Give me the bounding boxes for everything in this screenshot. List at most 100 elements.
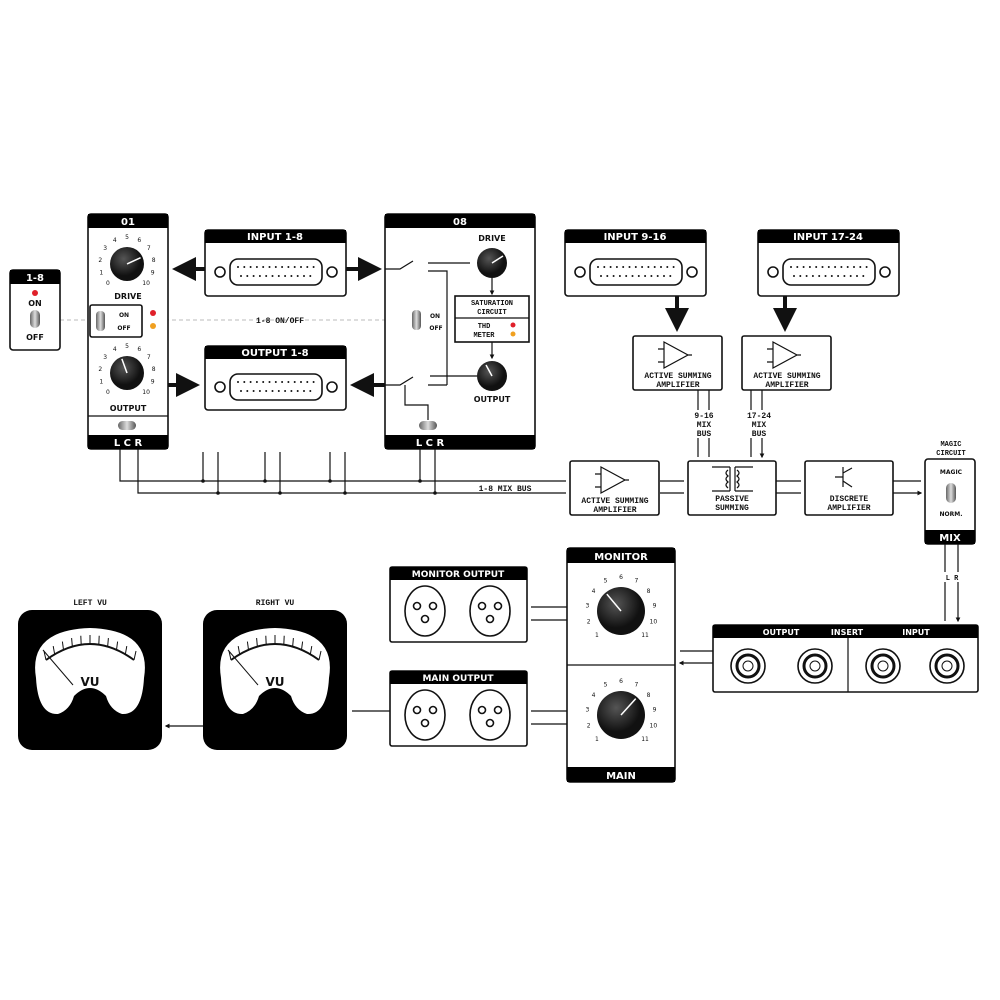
screw-icon [879, 266, 891, 278]
knob-scale-label: 3 [586, 707, 590, 714]
pin [240, 275, 242, 277]
channel-08-toggle[interactable] [412, 310, 421, 330]
jack-ring [870, 653, 896, 679]
vu-tick [256, 638, 258, 648]
pin [830, 275, 833, 277]
transistor-icon [835, 467, 853, 488]
pin [303, 390, 305, 392]
amp-label: AMPLIFIER [765, 381, 808, 390]
led-orange-icon [150, 323, 156, 329]
vu-needle [227, 649, 259, 686]
vu-needle [42, 649, 74, 686]
xlr-connector-icon [469, 689, 511, 741]
vu-tick [43, 650, 47, 661]
vu-tick [228, 650, 232, 661]
pin [790, 266, 792, 268]
bus-9-16-label: 9-16 [694, 412, 713, 421]
pin [625, 275, 628, 277]
xlr-pin [477, 705, 487, 715]
led-red-icon [150, 310, 156, 316]
channel-01-toggle[interactable] [96, 311, 105, 331]
discrete-label: DISCRETE [830, 495, 869, 504]
pin [799, 275, 802, 277]
pin [853, 266, 855, 268]
master-toggle[interactable] [30, 310, 40, 328]
knob-pointer [126, 256, 141, 265]
db25-shell [229, 258, 323, 286]
jack-ring [735, 653, 761, 679]
pin [296, 390, 299, 392]
knob-scale-label: 9 [653, 603, 657, 610]
pin [252, 275, 255, 277]
pin [672, 266, 675, 268]
input-1-8-connector: INPUT 1-8 [204, 229, 347, 297]
pin [862, 275, 865, 277]
pin [865, 266, 868, 268]
pin [818, 275, 821, 277]
pin [303, 275, 305, 277]
pin [824, 275, 827, 277]
screw-icon [574, 266, 586, 278]
meter-label: METER [473, 332, 495, 340]
pin [255, 381, 258, 383]
amplifier-label: AMPLIFIER [827, 504, 870, 513]
pan-switch[interactable] [118, 421, 136, 430]
bus-9-16-label: MIX [697, 421, 712, 430]
led-orange-icon [510, 331, 516, 337]
knob-scale-label: 7 [147, 245, 151, 252]
knob-scale-label: 4 [113, 237, 117, 244]
insert-input-label: INPUT [902, 628, 930, 637]
channel-08-strip: 08 DRIVE SATURATION CIRCUIT THD METER OU… [384, 213, 536, 450]
vu-tick [107, 638, 109, 648]
pan-switch[interactable] [419, 421, 437, 430]
xlr-pin [420, 718, 430, 728]
insert-output-label: OUTPUT [763, 628, 800, 637]
knob-scale-label: 0 [106, 389, 110, 396]
knob-scale-label: 6 [619, 678, 623, 685]
vu-tick [309, 645, 313, 656]
pin [805, 275, 808, 277]
pin [669, 275, 672, 277]
op-amp-icon [658, 340, 692, 370]
left-vu-caption: LEFT VU [73, 599, 107, 608]
pin [843, 275, 846, 277]
passive-label: PASSIVE [715, 495, 749, 504]
pin [856, 275, 858, 277]
monitor-output-box: MONITOR OUTPUT [389, 566, 528, 643]
screw-icon [214, 381, 226, 393]
xlr-pin [412, 601, 422, 611]
vu-scale-arc [230, 643, 320, 661]
pin [237, 381, 239, 383]
amp-label: ACTIVE SUMMING [753, 372, 820, 381]
pin [859, 266, 862, 268]
pin [666, 266, 669, 268]
vu-tick [237, 645, 241, 656]
master-switch-panel: 1-8 ON OFF [9, 269, 61, 351]
vu-tick [133, 650, 137, 661]
xlr-pin [493, 601, 503, 611]
passive-summing-block: PASSIVE SUMMING [687, 460, 777, 516]
magic-caption: MAGIC [940, 441, 961, 449]
amp-label: ACTIVE SUMMING [581, 497, 648, 506]
circuit-caption: CIRCUIT [936, 450, 965, 458]
pin [258, 390, 261, 392]
pin [300, 381, 302, 383]
vu-tick [318, 650, 322, 661]
pin [293, 381, 296, 383]
knob-scale-label: 2 [98, 257, 102, 264]
jack-hole [941, 660, 953, 672]
lr-label: L R [946, 575, 959, 583]
knob-scale-label: 4 [113, 346, 117, 353]
magic-toggle[interactable] [946, 483, 956, 503]
right-vu-meter [203, 610, 347, 750]
output-label: OUTPUT [110, 404, 147, 413]
vu-tick [300, 641, 304, 651]
pin [284, 275, 287, 277]
knob-scale-label: 3 [103, 245, 107, 252]
knob-scale-label: 3 [586, 603, 590, 610]
